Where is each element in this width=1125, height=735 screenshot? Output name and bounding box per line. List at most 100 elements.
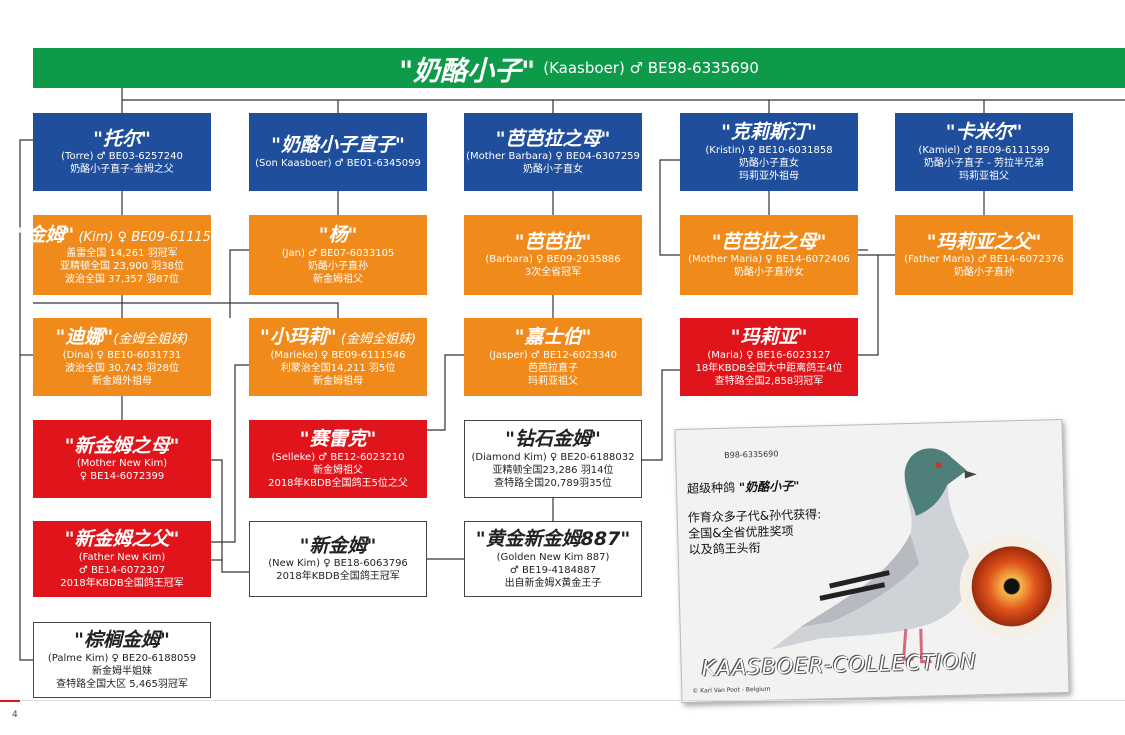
caption-prefix: 超级种鸽 xyxy=(686,480,736,496)
node-line: ♂ BE19-4184887 xyxy=(509,564,597,576)
node-line: 2018年KBDB全国鸽王5位之父 xyxy=(268,477,408,489)
node-line: (Kristin) ♀ BE10-6031858 xyxy=(705,144,833,156)
node-line: (Golden New Kim 887) xyxy=(496,551,610,563)
node-line: 奶酪小子直女 xyxy=(739,157,799,169)
node-line: 2018年KBDB全国鸽王冠军 xyxy=(60,577,184,589)
node-title-main: "卡米尔" xyxy=(945,121,1023,144)
node-line: 查特路全国大区 5,465羽冠军 xyxy=(56,678,188,690)
node-line: 奶酪小子直子 - 劳拉半兄弟 xyxy=(924,157,1044,169)
node-line: 新金姆半姐妹 xyxy=(92,665,152,677)
banner-subtitle: (Kaasboer) ♂ BE98-6335690 xyxy=(543,59,759,77)
node-title-main: "玛莉亚之父" xyxy=(926,230,1042,253)
node-line: 亚精顿全国 23,900 羽38位 xyxy=(59,260,185,272)
node-line: 3次全省冠军 xyxy=(524,267,582,279)
node-line: 奶酪小子直女 xyxy=(523,164,583,176)
node-line: 玛莉亚祖父 xyxy=(528,375,578,387)
node-title-main: "嘉士伯" xyxy=(514,326,592,349)
node-line: 查特路全国2,858羽冠军 xyxy=(714,375,824,387)
ring-number: B98-6335690 xyxy=(724,449,779,460)
node-title-note: (金姆全姐妹) xyxy=(336,332,417,348)
pigeon-illustration xyxy=(771,448,1064,664)
node-line: 利蒙治全国14,211 羽5位 xyxy=(280,362,396,374)
node-title: "新金姆之母" xyxy=(65,435,180,458)
node-title-main: "克莉斯汀" xyxy=(721,121,817,144)
pedigree-node-gnk: "黄金新金姆887"(Golden New Kim 887)♂ BE19-418… xyxy=(464,521,642,597)
caption-name: "奶酪小子" xyxy=(738,478,800,495)
photo-caption: 超级种鸽 "奶酪小子" xyxy=(687,477,800,497)
node-line: (Father Maria) ♂ BE14-6072376 xyxy=(904,254,1064,266)
node-title: "玛莉亚之父" xyxy=(927,231,1042,254)
node-line: 18年KBDB全国大中距离鸽王4位 xyxy=(695,362,843,374)
node-title: "迪娜"(金姆全姐妹) xyxy=(56,326,189,349)
node-line: (Torre) ♂ BE03-6257240 xyxy=(61,151,183,163)
node-line: (Dina) ♀ BE10-6031731 xyxy=(62,349,182,361)
node-title: "托尔" xyxy=(93,128,151,151)
node-title-main: "新金姆之父" xyxy=(64,528,180,551)
node-title: "玛莉亚" xyxy=(731,326,808,349)
node-line: 2018年KBDB全国鸽王冠军 xyxy=(276,571,400,583)
node-title: "棕榈金姆" xyxy=(74,629,170,652)
node-line: (New Kim) ♀ BE18-6063796 xyxy=(268,558,408,570)
node-title: "卡米尔" xyxy=(946,121,1023,144)
node-line: 玛莉亚祖父 xyxy=(959,170,1009,182)
node-title-main: "奶酪小子直子" xyxy=(271,134,405,157)
node-title-main: "托尔" xyxy=(93,127,151,150)
node-title: "克莉斯汀" xyxy=(721,121,817,144)
title-banner: "奶酪小子" (Kaasboer) ♂ BE98-6335690 xyxy=(33,48,1125,88)
node-line: 新金姆祖母 xyxy=(313,375,363,387)
node-title: "芭芭拉之母" xyxy=(496,128,611,151)
node-title: "杨" xyxy=(319,224,358,247)
node-title: "新金姆" xyxy=(300,535,377,558)
node-line: 玛莉亚外祖母 xyxy=(739,170,799,182)
node-line: 新金姆祖父 xyxy=(313,464,363,476)
node-line: 出自新金姆X黄金王子 xyxy=(504,577,602,589)
node-title-note: (金姆全姐妹) xyxy=(113,332,189,348)
node-line: (Jan) ♂ BE07-6033105 xyxy=(281,247,395,259)
node-title: "小玛莉" (金姆全姐妹) xyxy=(260,326,416,349)
node-line: (Mother Maria) ♀ BE14-6072406 xyxy=(688,254,850,266)
node-line: 查特路全国20,789羽35位 xyxy=(494,477,612,489)
banner-title: "奶酪小子" xyxy=(399,55,536,87)
node-title: "新金姆之父" xyxy=(65,528,180,551)
node-title: "奶酪小子直子" xyxy=(271,134,405,157)
pigeon-photo-card: B98-6335690 超级种鸽 "奶酪小子" 作育众多子代&孙代获得: 全国&… xyxy=(674,418,1070,704)
node-line: 奶酪小子直孙女 xyxy=(734,267,804,279)
node-title-main: "钻石金姆" xyxy=(505,428,601,451)
node-line: 波治全国 30,742 羽28位 xyxy=(64,362,180,374)
node-title-main: "黄金新金姆887" xyxy=(475,528,631,551)
node-title: "赛雷克" xyxy=(300,428,377,451)
node-title: "芭芭拉" xyxy=(515,231,592,254)
node-line: (Selleke) ♂ BE12-6023210 xyxy=(271,451,405,463)
node-title-main: "小玛莉" xyxy=(259,326,337,349)
node-line: 奶酪小子直孙 xyxy=(954,267,1014,279)
photo-description: 作育众多子代&孙代获得: 全国&全省优胜奖项 以及鸽王头衔 xyxy=(688,505,859,558)
node-title-main: "芭芭拉之母" xyxy=(495,127,611,150)
node-line: (Maria) ♀ BE16-6023127 xyxy=(707,349,831,361)
node-line: (Diamond Kim) ♀ BE20-6188032 xyxy=(471,451,635,463)
node-title-main: "棕榈金姆" xyxy=(74,629,170,652)
node-title-note: (Kim) ♀ BE09-6111514 xyxy=(74,230,228,246)
pedigree-node-mnk: "新金姆之母"(Mother New Kim)♀ BE14-6072399 xyxy=(33,420,211,498)
node-line: (Son Kaasboer) ♂ BE01-6345099 xyxy=(255,157,421,169)
node-title-main: "迪娜" xyxy=(55,326,114,349)
node-line: 新金姆外祖母 xyxy=(92,375,152,387)
page-number: 4 xyxy=(12,710,18,720)
node-title-main: "新金姆" xyxy=(299,534,377,557)
